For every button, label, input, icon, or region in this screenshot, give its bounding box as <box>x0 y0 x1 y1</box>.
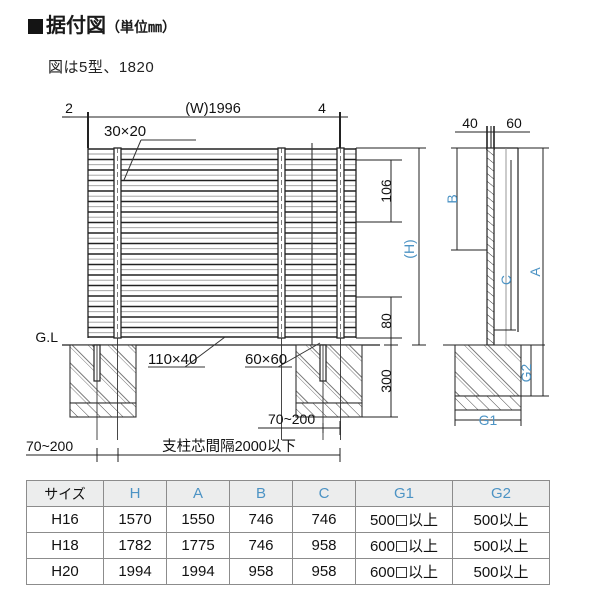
dim-slat-pitch: 106 <box>378 179 394 203</box>
side-label-footing-depth: G2 <box>518 363 534 382</box>
cell-b: 958 <box>229 558 293 585</box>
g1-suffix: 以上 <box>408 538 439 555</box>
side-panel-section <box>486 147 495 346</box>
g1-prefix: 600 <box>369 564 395 581</box>
spec-table-wrapper: サイズ H A B C G1 G2 H16 1570 1550 746 746 … <box>26 480 550 585</box>
slat-callout-leader <box>123 139 196 181</box>
cell-g2: 500以上 <box>452 506 550 533</box>
g1-prefix: 500 <box>369 512 395 529</box>
square-symbol-icon <box>396 515 407 526</box>
dim-left-gap: 2 <box>65 100 73 116</box>
bottom-dimension-band <box>26 421 341 462</box>
side-label-overall-height: A <box>527 267 543 277</box>
cell-size: H18 <box>26 532 104 559</box>
col-header-g1: G1 <box>355 480 453 507</box>
cell-a: 1550 <box>166 506 230 533</box>
post-callout-leaders <box>148 336 321 368</box>
title-unit-note: （単位㎜） <box>106 19 176 35</box>
right-dimension-band <box>356 147 426 418</box>
col-header-b: B <box>229 480 293 507</box>
cell-c: 958 <box>292 532 356 559</box>
g1-suffix: 以上 <box>408 564 439 581</box>
dim-post-span: 支柱芯間隔2000以下 <box>162 438 296 455</box>
cell-h: 1994 <box>103 558 167 585</box>
cell-size: H20 <box>26 558 104 585</box>
foundation-left <box>69 338 137 440</box>
side-foundation <box>454 344 522 411</box>
ground-line-label: G.L <box>35 329 58 345</box>
dim-embed-depth: 300 <box>378 369 394 393</box>
top-dimension-band <box>62 112 348 148</box>
dim-edge-left: 70~200 <box>26 438 73 454</box>
g1-suffix: 以上 <box>408 512 439 529</box>
dim-edge-right: 70~200 <box>268 411 315 427</box>
square-symbol-icon <box>396 541 407 552</box>
cell-b: 746 <box>229 532 293 559</box>
side-label-footing-width: G1 <box>479 412 498 428</box>
col-header-h: H <box>103 480 167 507</box>
subtitle: 図は5型、1820 <box>48 59 155 76</box>
cell-c: 746 <box>292 506 356 533</box>
cell-g1: 600 以上 <box>355 558 453 585</box>
table-row: H20 1994 1994 958 958 600 以上 500以上 <box>26 558 550 585</box>
square-symbol-icon <box>396 567 407 578</box>
foundation-right <box>281 338 363 440</box>
louver-slats <box>87 148 357 338</box>
col-header-c: C <box>292 480 356 507</box>
cell-c: 958 <box>292 558 356 585</box>
cell-g2: 500以上 <box>452 532 550 559</box>
table-row: H18 1782 1775 746 958 600 以上 500以上 <box>26 532 550 559</box>
main-post-size-label: 110×40 <box>148 351 197 368</box>
side-top-dimension-band <box>455 126 530 150</box>
side-dim-post-depth: 60 <box>506 115 522 131</box>
cell-g1: 600 以上 <box>355 532 453 559</box>
col-header-g2: G2 <box>452 480 550 507</box>
side-dim-panel-depth: 40 <box>462 115 478 131</box>
g1-prefix: 600 <box>369 538 395 555</box>
cell-a: 1775 <box>166 532 230 559</box>
col-header-a: A <box>166 480 230 507</box>
side-label-panel-height: B <box>444 194 460 203</box>
cell-g1: 500 以上 <box>355 506 453 533</box>
dim-overall-width: (W)1996 <box>185 101 241 117</box>
page-title: 据付図 （単位㎜） <box>28 16 176 36</box>
dim-right-gap: 4 <box>318 100 326 116</box>
dim-bottom-clear: 80 <box>378 313 394 329</box>
cell-h: 1782 <box>103 532 167 559</box>
cell-size: H16 <box>26 506 104 533</box>
side-dimension-lines <box>451 147 549 426</box>
cell-a: 1994 <box>166 558 230 585</box>
slat-size-label: 30×20 <box>104 123 146 140</box>
cell-g2: 500以上 <box>452 558 550 585</box>
bullet-square-icon <box>28 19 43 34</box>
side-label-post-below: C <box>498 275 514 285</box>
col-header-size: サイズ <box>26 480 104 507</box>
cell-b: 746 <box>229 506 293 533</box>
title-text: 据付図 <box>46 15 106 37</box>
dim-overall-height: (H) <box>401 239 417 258</box>
cell-h: 1570 <box>103 506 167 533</box>
spec-table: サイズ H A B C G1 G2 H16 1570 1550 746 746 … <box>26 480 550 585</box>
table-header-row: サイズ H A B C G1 G2 <box>26 480 550 507</box>
sub-post-size-label: 60×60 <box>245 351 287 368</box>
